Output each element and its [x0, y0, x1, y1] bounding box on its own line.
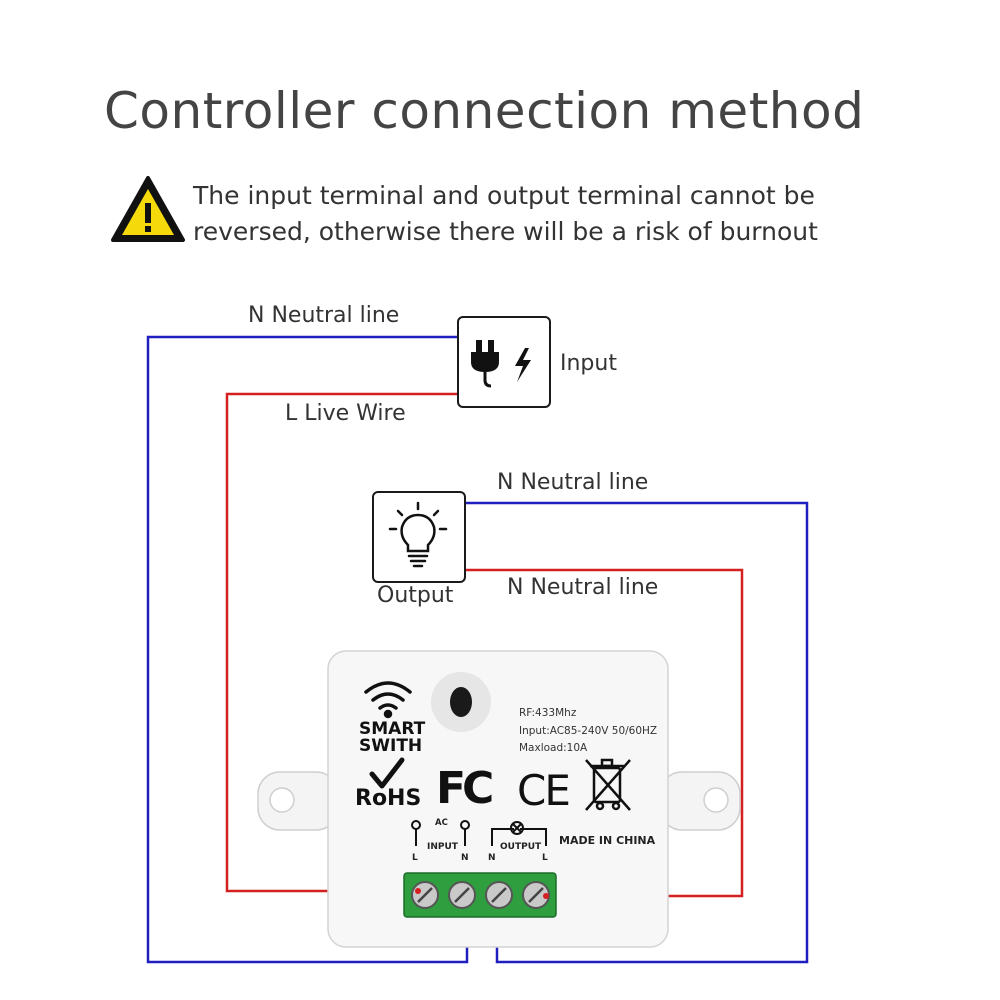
terminal-block: [403, 872, 557, 918]
terminal-screw-4: [522, 881, 550, 909]
device-made-in: MADE IN CHINA: [559, 834, 656, 847]
device-mounting-ear-right: [659, 771, 741, 831]
terminal-screw-3: [485, 881, 513, 909]
rohs-logo: RoHS: [355, 786, 422, 811]
device-brand-line-1: SMART: [359, 719, 426, 739]
input-power-box: [457, 316, 551, 408]
lightbulb-icon: [388, 501, 448, 568]
rohs-check-icon: [369, 757, 405, 789]
device-input-label: INPUT: [427, 842, 458, 852]
terminal-screw-1: [411, 881, 439, 909]
device-spec-input: Input:AC85-240V 50/60HZ: [519, 725, 658, 737]
device-spec-rf: RF:433Mhz: [519, 707, 577, 719]
terminal-label-l-output: L: [542, 853, 548, 863]
output-neutral-label-bottom: N Neutral line: [507, 575, 659, 600]
ce-logo: CE: [517, 766, 571, 815]
device-ac-label: AC: [435, 818, 448, 828]
weee-bin-icon: [585, 758, 631, 811]
plug-icon: [471, 340, 499, 388]
warning-icon: [111, 176, 185, 242]
terminal-label-l-input: L: [412, 853, 418, 863]
terminal-label-n-output: N: [488, 853, 496, 863]
input-terminal-markers: [411, 820, 470, 846]
pairing-button: [431, 672, 491, 732]
input-live-wire: [225, 392, 457, 893]
device-output-label: OUTPUT: [500, 842, 542, 852]
wifi-icon: [364, 681, 412, 719]
terminal-screw-2: [448, 881, 476, 909]
output-neutral-label-top: N Neutral line: [497, 470, 649, 495]
warning-line-1: The input terminal and output terminal c…: [193, 181, 815, 210]
input-label: Input: [560, 351, 617, 376]
device-brand-line-2: SWITH: [359, 736, 423, 756]
output-label: Output: [377, 583, 454, 608]
warning-line-2: reversed, otherwise there will be a risk…: [193, 217, 818, 246]
fcc-logo: FC: [436, 763, 494, 814]
device-mounting-ear-left: [257, 771, 339, 831]
device-spec-maxload: Maxload:10A: [519, 742, 588, 754]
output-load-box: [372, 491, 466, 583]
input-neutral-label: N Neutral line: [248, 303, 400, 328]
page-title: Controller connection method: [104, 82, 865, 140]
lightning-icon: [515, 348, 531, 382]
output-terminal-markers: [491, 821, 547, 846]
input-live-label: L Live Wire: [285, 401, 406, 426]
warning-text: The input terminal and output terminal c…: [193, 178, 818, 250]
terminal-label-n-input: N: [461, 853, 469, 863]
